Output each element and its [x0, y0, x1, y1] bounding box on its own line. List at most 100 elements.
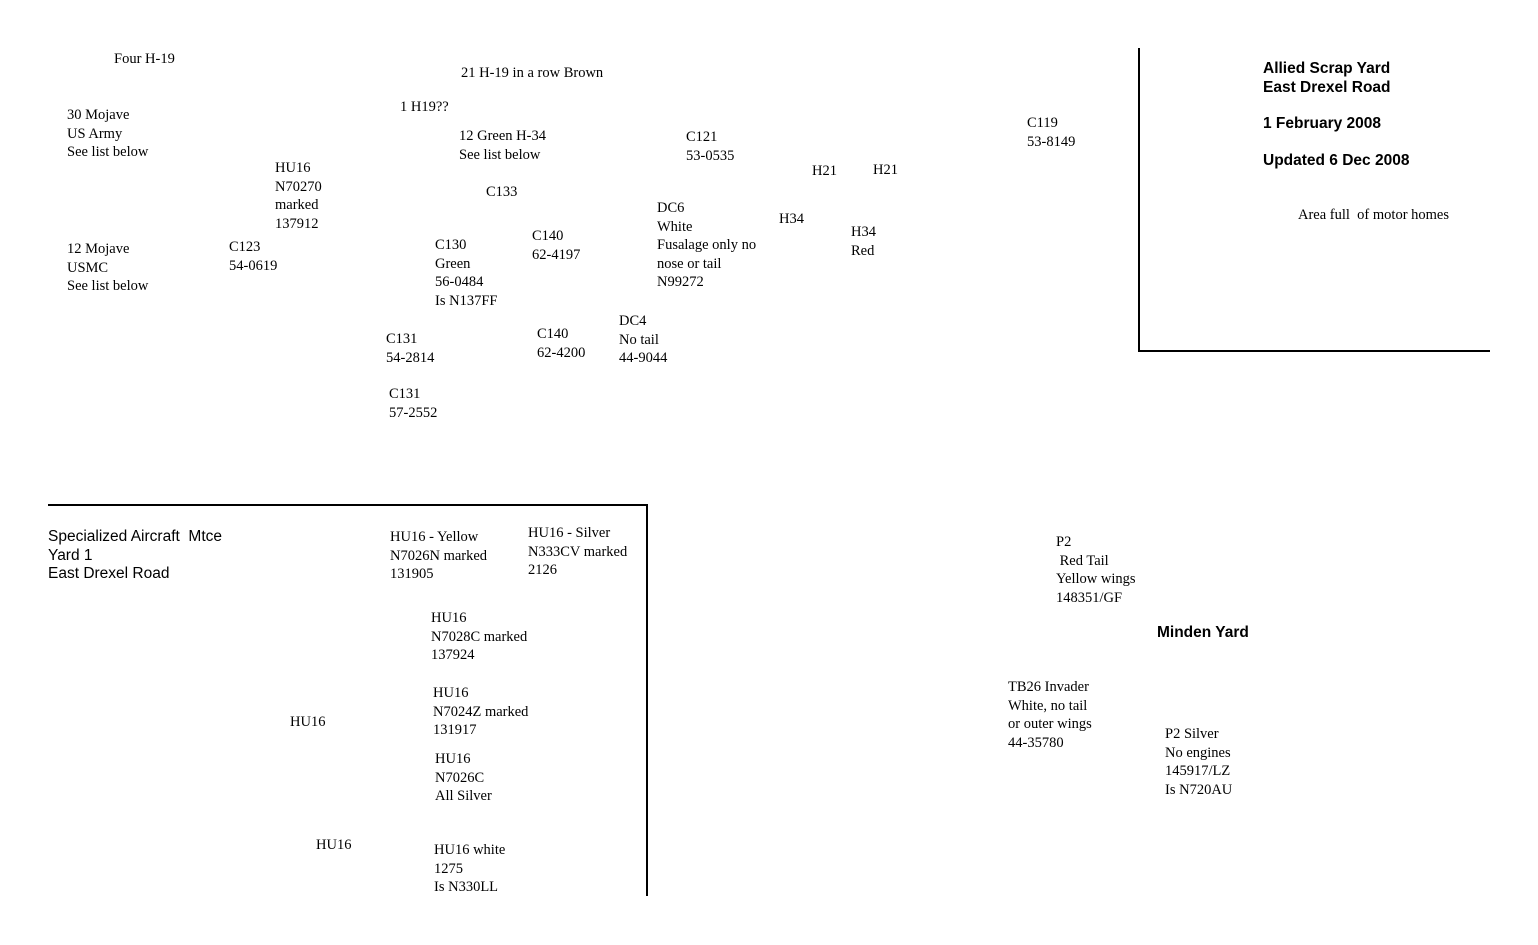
- label-line: P2: [1056, 534, 1072, 550]
- label-line: Specialized Aircraft Mtce: [48, 528, 223, 545]
- label-line: C119: [1027, 115, 1058, 131]
- label-line: 137912: [275, 215, 319, 232]
- label-line: Area full of motor homes: [1298, 207, 1450, 223]
- label-line: C131: [386, 331, 418, 347]
- label-line: White: [657, 218, 693, 235]
- label-line: Red Tail: [1056, 552, 1109, 569]
- label-line: Yard 1: [48, 546, 93, 564]
- label-line: 12 Mojave: [67, 241, 130, 257]
- label-line: 1 February 2008: [1263, 115, 1382, 132]
- label-line: 56-0484: [435, 274, 484, 290]
- label-line: C140: [537, 326, 569, 342]
- label-line: C133: [486, 184, 518, 200]
- minden-yard-title: Minden Yard: [1157, 624, 1249, 643]
- label-line: East Drexel Road: [1263, 78, 1391, 96]
- label-line: 54-2814: [386, 349, 435, 366]
- label-line: C131: [389, 386, 421, 402]
- label-line: HU16: [316, 837, 352, 853]
- label-line: C121: [686, 129, 718, 145]
- label-line: 62-4197: [532, 246, 581, 263]
- label-line: H21: [873, 162, 898, 178]
- label-line: 21 H-19 in a row Brown: [461, 65, 604, 81]
- label-line: Allied Scrap Yard: [1263, 60, 1391, 77]
- label-line: Updated 6 Dec 2008: [1263, 152, 1410, 169]
- label-h21-b: H21: [873, 161, 898, 180]
- label-line: See list below: [67, 144, 149, 160]
- label-line: East Drexel Road: [48, 565, 170, 582]
- label-h21-a: H21: [812, 162, 837, 181]
- label-line: No engines: [1165, 744, 1231, 761]
- label-line: TB26 Invader: [1008, 679, 1089, 695]
- label-h34-a: H34: [779, 210, 804, 229]
- label-line: N333CV marked: [528, 543, 628, 560]
- label-line: 1 H19??: [400, 99, 449, 115]
- label-line: USMC: [67, 259, 109, 276]
- label-line: 30 Mojave: [67, 107, 130, 123]
- label-line: HU16: [290, 714, 326, 730]
- label-line: Four H-19: [114, 51, 175, 67]
- label-line: DC4: [619, 313, 647, 329]
- label-line: H34: [779, 211, 804, 227]
- label-line: No tail: [619, 331, 659, 348]
- label-c131-a: C131 54-2814: [386, 330, 434, 367]
- label-line: HU16: [275, 160, 311, 176]
- label-line: P2 Silver: [1165, 726, 1219, 742]
- label-c121: C121 53-0535: [686, 128, 734, 165]
- label-four-h19: Four H-19: [114, 50, 175, 69]
- label-line: C130: [435, 237, 467, 253]
- label-line: 145917/LZ: [1165, 763, 1231, 779]
- label-line: N7028C marked: [431, 628, 528, 645]
- label-hu16-solo-b: HU16: [316, 836, 351, 855]
- label-h19-row: 21 H-19 in a row Brown: [461, 64, 603, 83]
- label-line: N7024Z marked: [433, 703, 529, 720]
- label-line: See list below: [67, 278, 149, 294]
- label-line: HU16: [435, 751, 471, 767]
- label-line: C123: [229, 239, 261, 255]
- label-line: 53-0535: [686, 147, 735, 164]
- allied-yard-updated: Updated 6 Dec 2008: [1263, 152, 1409, 171]
- label-dc4: DC4 No tail 44-9044: [619, 312, 667, 368]
- label-line: DC6: [657, 200, 685, 216]
- label-line: or outer wings: [1008, 716, 1092, 732]
- label-line: Is N330LL: [434, 879, 499, 895]
- label-line: HU16: [433, 685, 469, 701]
- label-line: 148351/GF: [1056, 589, 1123, 606]
- label-line: Is N137FF: [435, 292, 498, 309]
- label-line: Yellow wings: [1056, 571, 1136, 587]
- label-c131-b: C131 57-2552: [389, 385, 437, 422]
- label-c133: C133: [486, 183, 517, 202]
- label-line: Red: [851, 242, 875, 259]
- label-line: See list below: [459, 146, 541, 163]
- label-line: Fusalage only no: [657, 237, 757, 253]
- specialized-yard-top-boundary: [48, 504, 646, 506]
- label-line: 44-9044: [619, 350, 668, 366]
- allied-yard-bottom-boundary: [1138, 350, 1490, 352]
- label-line: 44-35780: [1008, 734, 1064, 751]
- label-line: HU16: [431, 610, 467, 626]
- label-line: N7026C: [435, 769, 485, 786]
- specialized-yard-right-boundary: [646, 504, 648, 896]
- label-line: 57-2552: [389, 404, 438, 421]
- label-line: H34: [851, 224, 876, 240]
- label-line: White, no tail: [1008, 697, 1088, 714]
- label-hu16-solo-a: HU16: [290, 713, 325, 732]
- label-h19-unknown: 1 H19??: [400, 98, 449, 117]
